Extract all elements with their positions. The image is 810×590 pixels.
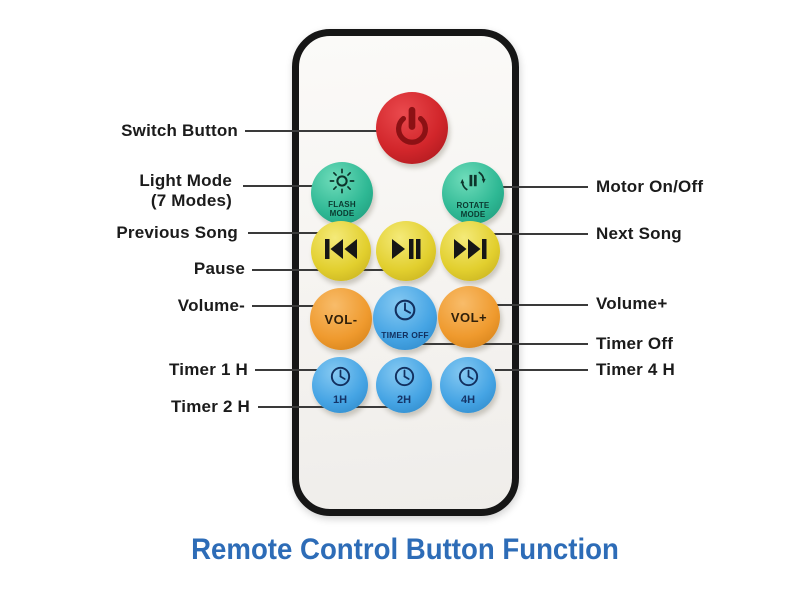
flash-mode-label-line2: MODE	[329, 209, 355, 218]
callout-line-timer-4h	[495, 369, 588, 371]
rotate-arrows-icon	[459, 167, 487, 200]
timer-off-button[interactable]: TIMER OFF	[373, 286, 437, 350]
volume-plus-button[interactable]: VOL+	[438, 286, 500, 348]
label-light-mode-line1: Light Mode	[139, 171, 232, 190]
flash-mode-button[interactable]: FLASH MODE	[311, 162, 373, 224]
callout-line-volume-minus	[252, 305, 334, 307]
rotate-mode-label-line2: MODE	[460, 210, 486, 219]
label-motor-on-off: Motor On/Off	[596, 177, 704, 196]
page-title: Remote Control Button Function	[191, 533, 619, 566]
callout-line-switch-button	[245, 130, 390, 132]
timer-4h-button[interactable]: 4H	[440, 357, 496, 413]
callout-line-previous-song	[248, 232, 328, 234]
clock-icon	[392, 364, 417, 394]
label-volume-minus: Volume-	[177, 296, 245, 315]
label-timer-1h: Timer 1 H	[169, 360, 248, 379]
clock-icon	[391, 296, 419, 329]
label-switch-button: Switch Button	[121, 121, 238, 140]
callout-line-light-mode	[243, 185, 330, 187]
power-button[interactable]	[376, 92, 448, 164]
label-next-song: Next Song	[596, 224, 682, 243]
timer-4h-button-label: 4H	[460, 394, 476, 406]
label-light-mode: Light Mode (7 Modes)	[139, 171, 232, 211]
volume-minus-button[interactable]: VOL-	[310, 288, 372, 350]
timer-off-button-label: TIMER OFF	[381, 330, 429, 340]
timer-2h-button[interactable]: 2H	[376, 357, 432, 413]
power-icon	[391, 104, 433, 153]
callout-line-timer-off	[421, 343, 588, 345]
play-pause-icon	[390, 237, 422, 266]
timer-1h-button[interactable]: 1H	[312, 357, 368, 413]
label-timer-2h: Timer 2 H	[171, 397, 250, 416]
sun-icon	[329, 168, 355, 199]
rotate-mode-button[interactable]: ROTATE MODE	[442, 162, 504, 224]
callout-line-motor-on-off	[500, 186, 588, 188]
clock-icon	[456, 364, 481, 394]
callout-line-timer-1h	[255, 369, 330, 371]
label-timer-4h: Timer 4 H	[596, 360, 675, 379]
label-timer-off: Timer Off	[596, 334, 674, 353]
timer-1h-button-label: 1H	[332, 394, 348, 406]
timer-2h-button-label: 2H	[396, 394, 412, 406]
previous-track-icon	[324, 237, 358, 266]
flash-mode-label-line1: FLASH	[328, 200, 356, 209]
label-previous-song: Previous Song	[116, 223, 238, 242]
label-pause: Pause	[193, 259, 245, 278]
callout-line-next-song	[492, 233, 588, 235]
clock-icon	[328, 364, 353, 394]
label-light-mode-line2: (7 Modes)	[150, 191, 232, 210]
play-pause-button[interactable]	[376, 221, 436, 281]
rotate-mode-label-line1: ROTATE	[456, 201, 490, 210]
previous-song-button[interactable]	[311, 221, 371, 281]
volume-plus-button-label: VOL+	[450, 309, 488, 325]
label-volume-plus: Volume+	[596, 294, 668, 313]
callout-line-volume-plus	[487, 304, 588, 306]
volume-minus-button-label: VOL-	[324, 311, 358, 327]
next-song-button[interactable]	[440, 221, 500, 281]
next-track-icon	[453, 237, 487, 266]
